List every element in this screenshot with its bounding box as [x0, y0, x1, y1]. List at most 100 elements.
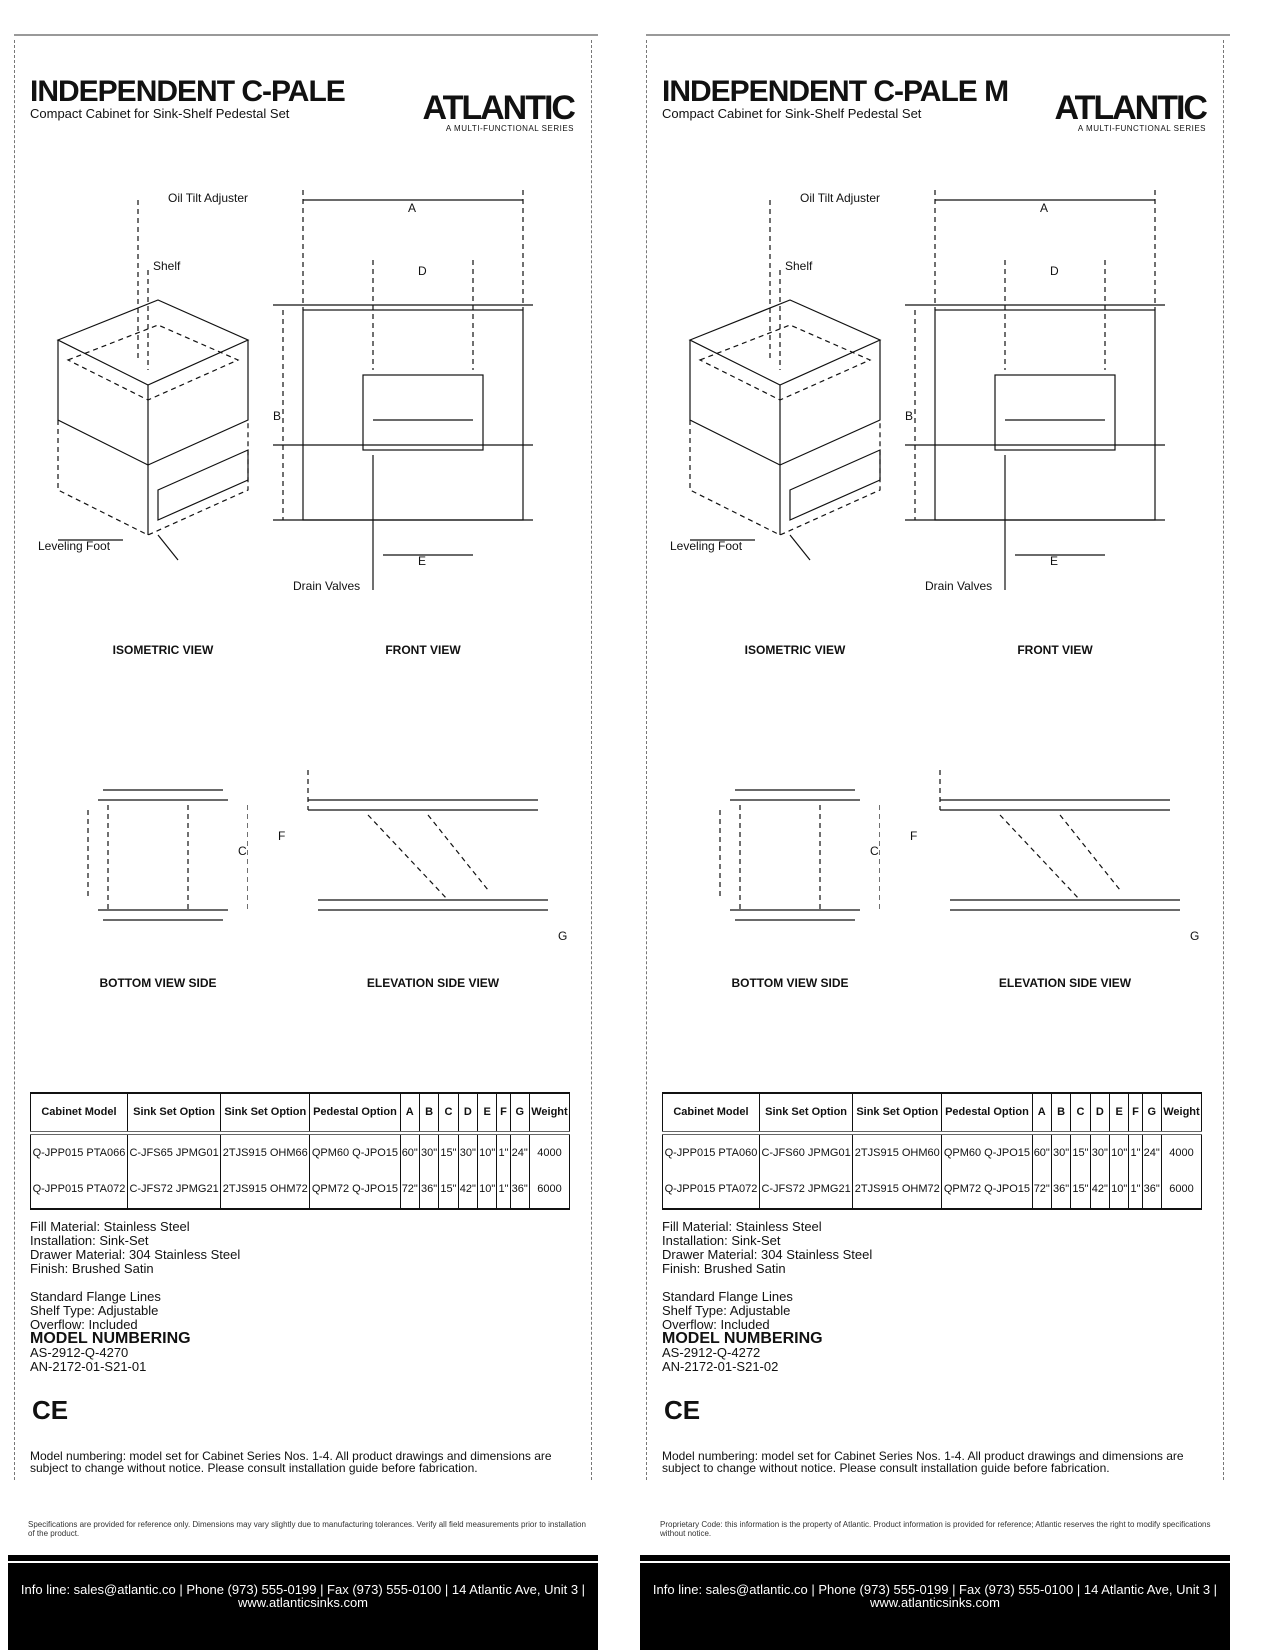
- spec-sheet-panel: INDEPENDENT C-PALE Compact Cabinet for S…: [8, 0, 598, 1650]
- column-header: Cabinet Model: [30, 1093, 128, 1135]
- table-cell: 10": [477, 1171, 498, 1209]
- label-side-view: ELEVATION SIDE VIEW: [366, 976, 500, 990]
- table-cell: QPM72 Q-JPO15: [309, 1171, 401, 1209]
- table-cell: 10": [477, 1133, 498, 1171]
- callout-leveling: Leveling Foot: [38, 539, 111, 553]
- dim-a: A: [408, 201, 416, 215]
- dim-a: A: [1040, 201, 1048, 215]
- table-cell: 15": [1070, 1171, 1091, 1209]
- callout-oil-tilt: Oil Tilt Adjuster: [800, 191, 880, 205]
- label-side-view: ELEVATION SIDE VIEW: [998, 976, 1132, 990]
- label-isometric-view: ISOMETRIC VIEW: [744, 643, 846, 657]
- table-cell: 2TJS915 OHM72: [220, 1171, 311, 1209]
- table-cell: 30": [457, 1133, 479, 1171]
- top-rule: [14, 34, 598, 36]
- label-front-view: FRONT VIEW: [385, 643, 461, 657]
- column-header: Sink Set Option: [758, 1093, 854, 1135]
- table-cell: C-JFS65 JPMG01: [126, 1133, 222, 1171]
- column-header: Weight: [1160, 1093, 1203, 1135]
- table-cell: C-JFS60 JPMG01: [758, 1133, 854, 1171]
- table-cell: 6000: [528, 1171, 571, 1209]
- ce-certification-mark: CE: [664, 1395, 701, 1425]
- page-frame: [14, 40, 592, 1480]
- front-view-drawing: A D B E Drain Valves: [273, 190, 533, 593]
- note-line: Fill Material: Stainless Steel: [30, 1219, 190, 1234]
- top-rule: [646, 34, 1230, 36]
- table-cell: QPM60 Q-JPO15: [941, 1133, 1033, 1171]
- dim-g: G: [558, 929, 567, 943]
- model-code: AS-2912-Q-4272: [662, 1345, 761, 1360]
- callout-drain-valves: Drain Valves: [293, 579, 360, 593]
- column-header: Sink Set Option: [852, 1093, 943, 1135]
- note-line: Installation: Sink-Set: [30, 1233, 149, 1248]
- column-header: B: [1050, 1093, 1072, 1135]
- bottom-view-drawing: C: [719, 789, 880, 921]
- table-cell: Q-JPP015 PTA060: [662, 1133, 760, 1171]
- label-front-view: FRONT VIEW: [1017, 643, 1093, 657]
- column-header: G: [509, 1093, 530, 1135]
- note-line: Finish: Brushed Satin: [30, 1261, 154, 1276]
- table-cell: 4000: [528, 1133, 571, 1171]
- table-cell: 36": [509, 1171, 530, 1209]
- model-numbering-heading: MODEL NUMBERING: [662, 1330, 823, 1347]
- isometric-drawing: Oil Tilt Adjuster Shelf Leveling Foot: [38, 191, 250, 561]
- note-line: Overflow: Included: [662, 1317, 770, 1332]
- table-cell: 1": [496, 1171, 511, 1209]
- column-header: Pedestal Option: [941, 1093, 1033, 1135]
- table-cell: 15": [1070, 1133, 1091, 1171]
- column-header: E: [1109, 1093, 1130, 1135]
- column-header: C: [438, 1093, 459, 1135]
- fine-print: Specifications are provided for referenc…: [28, 1520, 586, 1538]
- note-line: Overflow: Included: [30, 1317, 138, 1332]
- callout-drain-valves: Drain Valves: [925, 579, 992, 593]
- model-code: AS-2912-Q-4270: [30, 1345, 129, 1360]
- table-cell: 1": [1128, 1171, 1143, 1209]
- column-header: A: [399, 1093, 420, 1135]
- product-title: INDEPENDENT C-PALE M: [662, 75, 1009, 108]
- logo-wordmark: ATLANTIC: [422, 89, 576, 127]
- note-line: Drawer Material: 304 Stainless Steel: [662, 1247, 873, 1262]
- table-cell: 42": [1089, 1171, 1111, 1209]
- table-cell: 30": [1050, 1133, 1072, 1171]
- dim-b: B: [905, 409, 913, 423]
- bottom-view-drawing: C: [87, 789, 248, 921]
- table-cell: 60": [399, 1133, 420, 1171]
- dim-d: D: [1050, 264, 1059, 278]
- note-line: Installation: Sink-Set: [662, 1233, 781, 1248]
- table-cell: Q-JPP015 PTA072: [662, 1171, 760, 1209]
- table-cell: C-JFS72 JPMG21: [758, 1171, 854, 1209]
- fine-print: Proprietary Code: this information is th…: [660, 1520, 1211, 1538]
- label-isometric-view: ISOMETRIC VIEW: [112, 643, 214, 657]
- side-view-drawing: F G: [910, 770, 1199, 943]
- table-cell: C-JFS72 JPMG21: [126, 1171, 222, 1209]
- product-subtitle: Compact Cabinet for Sink-Shelf Pedestal …: [662, 106, 922, 121]
- table-cell: 10": [1109, 1171, 1130, 1209]
- model-code-2: AN-2172-01-S21-02: [662, 1359, 779, 1374]
- disclaimer-text: Model numbering: model set for Cabinet S…: [30, 1449, 552, 1475]
- column-header: F: [1128, 1093, 1143, 1135]
- label-bottom-view: BOTTOM VIEW SIDE: [99, 976, 217, 990]
- dim-e: E: [418, 554, 426, 568]
- column-header: Cabinet Model: [662, 1093, 760, 1135]
- table-cell: 24": [509, 1133, 530, 1171]
- table-cell: 1": [496, 1133, 511, 1171]
- note-line: Drawer Material: 304 Stainless Steel: [30, 1247, 241, 1262]
- column-header: Pedestal Option: [309, 1093, 401, 1135]
- disclaimer-text: Model numbering: model set for Cabinet S…: [662, 1449, 1184, 1475]
- model-code-2: AN-2172-01-S21-01: [30, 1359, 147, 1374]
- column-header: D: [1089, 1093, 1111, 1135]
- product-title: INDEPENDENT C-PALE: [30, 75, 346, 108]
- footer-contact-text: Info line: sales@atlantic.co | Phone (97…: [652, 1582, 1218, 1610]
- product-subtitle: Compact Cabinet for Sink-Shelf Pedestal …: [30, 106, 290, 121]
- brand-logo: ATLANTIC A MULTI-FUNCTIONAL SERIES: [1055, 91, 1208, 133]
- column-header: Weight: [528, 1093, 571, 1135]
- table-cell: Q-JPP015 PTA066: [30, 1133, 128, 1171]
- column-header: F: [496, 1093, 511, 1135]
- table-cell: 36": [1050, 1171, 1072, 1209]
